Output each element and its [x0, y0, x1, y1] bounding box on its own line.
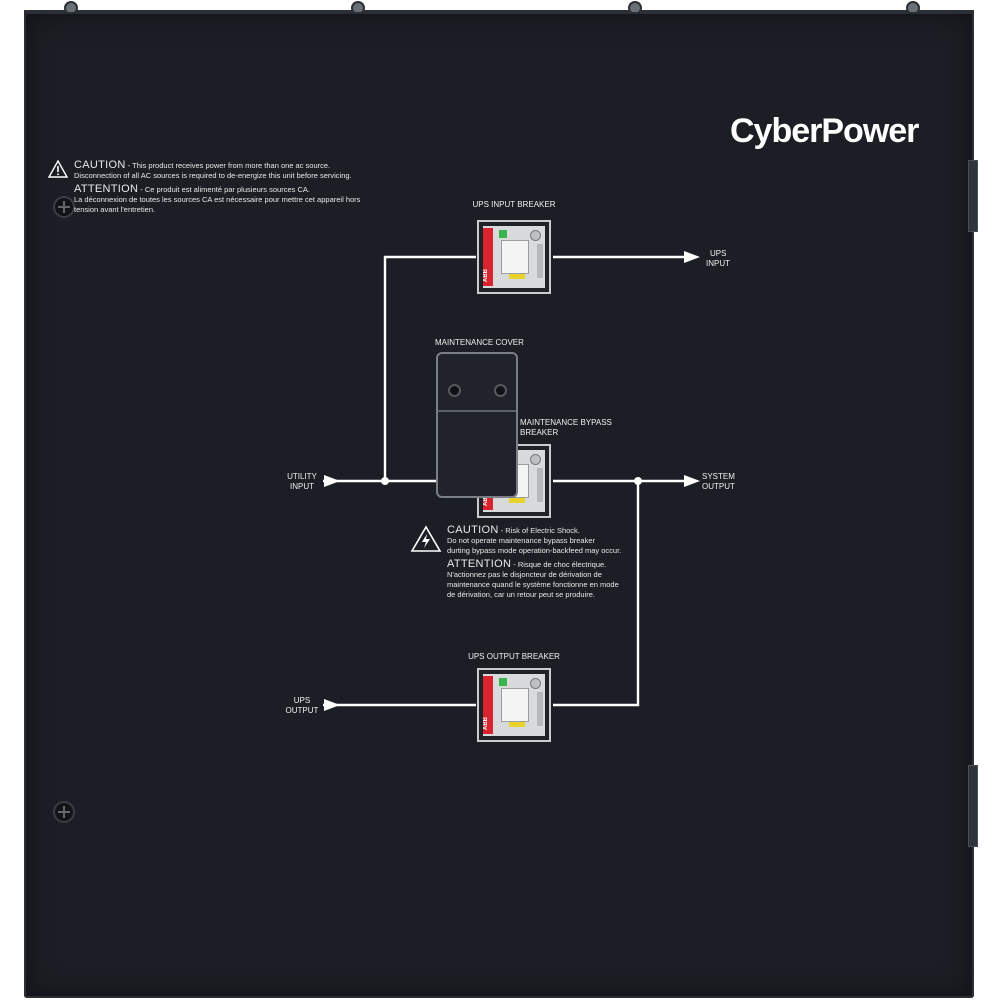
ups-input-breaker-label: UPS INPUT BREAKER — [472, 200, 556, 209]
top-screw — [66, 3, 76, 13]
door-hinge — [968, 160, 978, 232]
maintenance-bypass-breaker-label: MAINTENANCE BYPASS BREAKER — [520, 418, 612, 437]
maintenance-cover[interactable] — [436, 352, 518, 498]
arrow-system-output — [684, 475, 700, 487]
panel-lock-icon[interactable] — [55, 803, 73, 821]
panel-lock-icon[interactable] — [55, 198, 73, 216]
bypass-caution-text: CAUTION - Risk of Electric Shock. Do not… — [447, 524, 622, 600]
system-output-label: SYSTEM OUTPUT — [702, 472, 735, 491]
top-caution-text: CAUTION - This product receives power fr… — [74, 159, 361, 215]
electric-shock-warning-icon — [410, 525, 442, 552]
cover-screw-icon — [450, 386, 459, 395]
wire-output-return — [553, 481, 640, 707]
utility-input-label: UTILITY INPUT — [287, 472, 317, 491]
maintenance-cover-label: MAINTENANCE COVER — [435, 338, 524, 347]
ups-input-breaker[interactable]: ABB — [477, 220, 551, 294]
brand-logo: CyberPower — [730, 112, 919, 150]
arrow-ups-output — [324, 699, 340, 711]
junction-dot — [634, 477, 642, 485]
wire-utility-to-ups-input — [383, 255, 476, 481]
arrow-ups-input — [684, 251, 700, 263]
cover-screw-icon — [496, 386, 505, 395]
arrow-utility-input — [324, 475, 340, 487]
ups-input-label: UPS INPUT — [706, 249, 730, 268]
junction-dot — [381, 477, 389, 485]
top-screw — [353, 3, 363, 13]
ups-output-breaker-label: UPS OUTPUT BREAKER — [468, 652, 560, 661]
ups-output-breaker[interactable]: ABB — [477, 668, 551, 742]
top-screw — [630, 3, 640, 13]
door-hinge — [968, 765, 978, 847]
top-screw — [908, 3, 918, 13]
warning-icon — [48, 160, 68, 178]
ups-output-label: UPS OUTPUT — [285, 696, 319, 715]
